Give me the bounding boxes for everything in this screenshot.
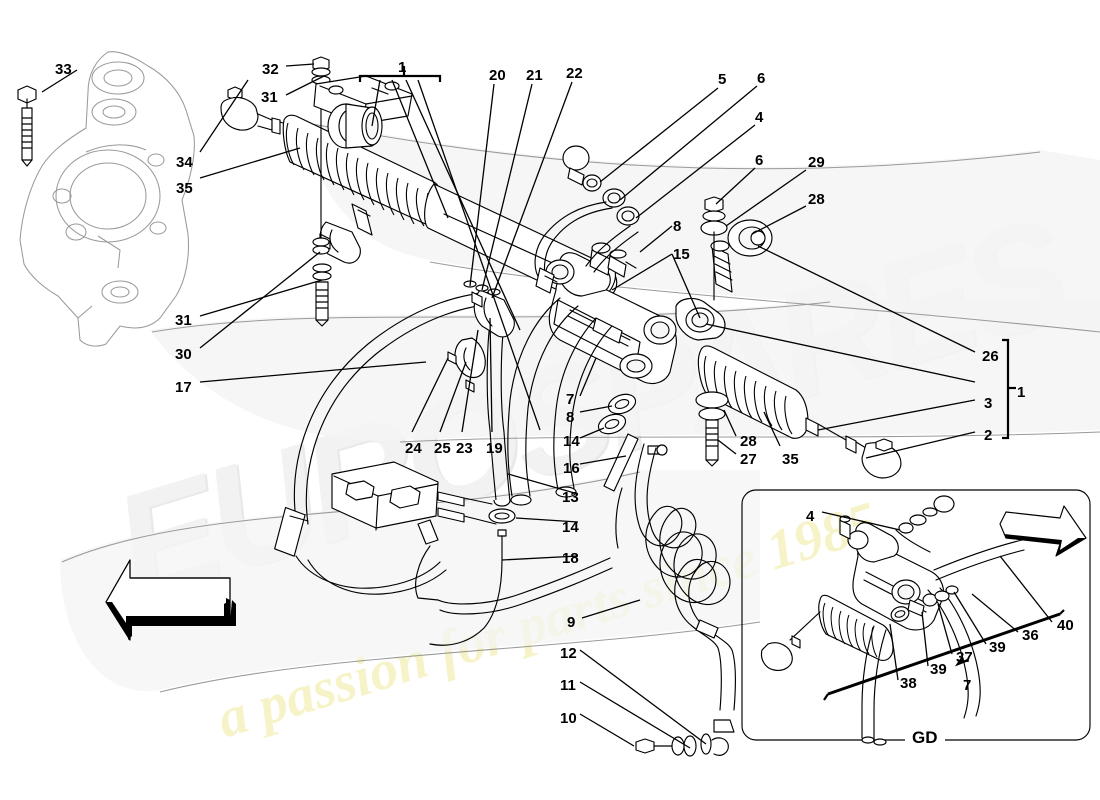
inset-steering-box bbox=[760, 495, 1025, 746]
callout-21: 21 bbox=[526, 67, 543, 84]
callout-6-a: 6 bbox=[757, 70, 766, 87]
callout-14-a: 14 bbox=[563, 433, 580, 450]
callout-35-a: 35 bbox=[176, 180, 193, 197]
callout-26: 26 bbox=[982, 348, 999, 365]
callout-31-a: 31 bbox=[261, 89, 278, 106]
callout-17: 17 bbox=[175, 379, 192, 396]
callout-31-b: 31 bbox=[175, 312, 192, 329]
callout-16: 16 bbox=[563, 460, 580, 477]
callout-19: 19 bbox=[486, 440, 503, 457]
callout-32: 32 bbox=[262, 61, 279, 78]
callout-28-a: 28 bbox=[808, 191, 825, 208]
callout-35-b: 35 bbox=[782, 451, 799, 468]
callout-18: 18 bbox=[562, 550, 579, 567]
inset-code-label: GD bbox=[905, 728, 945, 748]
inset-box bbox=[741, 489, 1091, 746]
callout-29: 29 bbox=[808, 154, 825, 171]
callout-12: 12 bbox=[560, 645, 577, 662]
pipe-16 bbox=[603, 433, 668, 549]
direction-arrow-main bbox=[105, 559, 236, 641]
callout-34: 34 bbox=[176, 154, 193, 171]
callout-23: 23 bbox=[456, 440, 473, 457]
pipe-bracket-assembly bbox=[331, 461, 613, 615]
callout-33: 33 bbox=[55, 61, 72, 78]
callout-14-b: 14 bbox=[562, 519, 579, 536]
steering-box-housing bbox=[545, 240, 733, 385]
inset-callout-39-b: 39 bbox=[930, 661, 947, 678]
fasteners-bottom bbox=[635, 733, 729, 757]
cooler-pipe-9 bbox=[634, 443, 736, 733]
bolt-33 bbox=[17, 85, 37, 167]
callout-9: 9 bbox=[567, 614, 576, 631]
leader-lines bbox=[41, 63, 1053, 749]
callout-1-right: 1 bbox=[1017, 384, 1026, 401]
upper-hose-assembly bbox=[534, 145, 640, 294]
group-brackets bbox=[358, 66, 1065, 701]
callout-2: 2 bbox=[984, 427, 993, 444]
inset-callout-39-a: 39 bbox=[989, 639, 1006, 656]
hose-clamps bbox=[447, 280, 515, 393]
callout-30: 30 bbox=[175, 346, 192, 363]
callout-7: 7 bbox=[566, 391, 575, 408]
callout-20: 20 bbox=[489, 67, 506, 84]
callout-11: 11 bbox=[560, 677, 576, 694]
callout-24: 24 bbox=[405, 440, 422, 457]
callout-15: 15 bbox=[673, 246, 690, 263]
clamp-fasteners-left bbox=[312, 111, 332, 327]
inset-callout-37: 37 bbox=[956, 649, 973, 666]
inset-callout-40: 40 bbox=[1057, 617, 1074, 634]
steering-knuckle bbox=[19, 51, 195, 347]
callout-5: 5 bbox=[718, 71, 727, 88]
return-pipe-13 bbox=[429, 309, 516, 646]
bellows-boot-left bbox=[282, 114, 445, 228]
rubber-bush bbox=[327, 103, 383, 149]
callout-6-b: 6 bbox=[755, 152, 764, 169]
callout-8-a: 8 bbox=[673, 218, 682, 235]
callout-3: 3 bbox=[984, 395, 993, 412]
inset-callout-38: 38 bbox=[900, 675, 917, 692]
callout-28-b: 28 bbox=[740, 433, 757, 450]
inset-callout-4: 4 bbox=[806, 508, 815, 525]
callout-1-top: 1 bbox=[398, 59, 407, 76]
callout-25: 25 bbox=[434, 440, 451, 457]
inset-callout-36: 36 bbox=[1022, 627, 1039, 644]
callout-4: 4 bbox=[755, 109, 764, 126]
callout-27: 27 bbox=[740, 451, 757, 468]
callout-22: 22 bbox=[566, 65, 583, 82]
callout-10: 10 bbox=[560, 710, 577, 727]
inset-callout-7: 7 bbox=[963, 677, 972, 694]
callout-8-b: 8 bbox=[566, 409, 575, 426]
direction-arrow-inset bbox=[999, 505, 1087, 557]
hose-pair-7 bbox=[507, 297, 637, 506]
callout-13: 13 bbox=[562, 489, 579, 506]
hose-17 bbox=[274, 291, 503, 595]
